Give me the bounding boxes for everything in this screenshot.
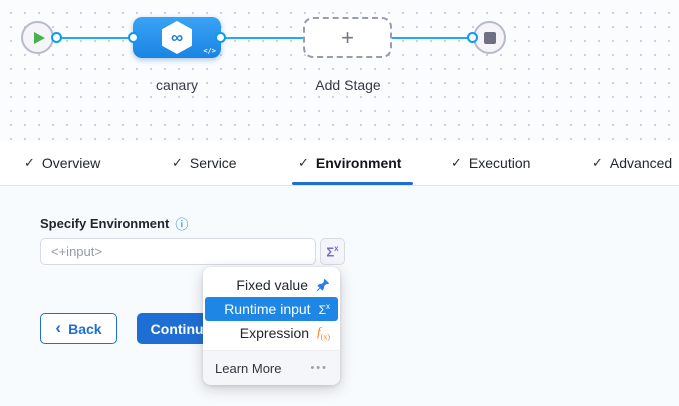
- harness-loop-icon: ∞: [170, 28, 184, 47]
- environment-input-row: Σx: [40, 238, 345, 265]
- pipeline-start-node[interactable]: [21, 21, 54, 54]
- info-icon[interactable]: ⓘ: [175, 217, 189, 232]
- stop-icon: [483, 31, 496, 44]
- stage-label: canary: [155, 77, 199, 93]
- environment-input[interactable]: [40, 238, 316, 265]
- stage-config-tabbar: ✓ Overview ✓ Service ✓ Environment ✓ Exe…: [0, 141, 679, 186]
- check-icon: ✓: [451, 155, 462, 170]
- check-icon: ✓: [172, 155, 183, 170]
- check-icon: ✓: [24, 155, 35, 170]
- menu-item-fixed-value[interactable]: Fixed value: [203, 273, 340, 297]
- tab-label: Environment: [315, 155, 402, 171]
- plus-icon: +: [341, 24, 354, 50]
- specify-environment-label: Specify Environment ⓘ: [40, 214, 188, 233]
- field-label-text: Specify Environment: [40, 216, 170, 231]
- add-stage-node[interactable]: +: [303, 17, 392, 58]
- menu-item-label: Runtime input: [224, 301, 311, 317]
- active-tab-underline: [292, 182, 413, 185]
- back-button-label: Back: [68, 320, 102, 337]
- check-icon: ✓: [298, 155, 309, 170]
- dropdown-footer: Learn More •••: [203, 350, 340, 385]
- connector-line: [56, 37, 133, 39]
- check-icon: ✓: [592, 155, 603, 170]
- learn-more-link[interactable]: Learn More: [215, 360, 282, 376]
- connector-line: [392, 37, 473, 39]
- environment-panel: Specify Environment ⓘ Σx ‹ Back Continue…: [0, 186, 679, 406]
- tab-execution[interactable]: ✓ Execution: [451, 141, 530, 185]
- menu-item-label: Fixed value: [236, 277, 308, 293]
- tab-environment[interactable]: ✓ Environment: [298, 141, 401, 185]
- connector-port: [215, 32, 226, 43]
- pipeline-canvas[interactable]: ∞ </> + canary Add Stage: [0, 0, 679, 141]
- menu-item-expression[interactable]: Expression f(x): [203, 321, 340, 345]
- play-icon: [33, 31, 45, 44]
- tab-label: Service: [189, 155, 237, 171]
- stage-node-canary[interactable]: ∞ </>: [133, 17, 221, 58]
- input-type-selector-button[interactable]: Σx: [320, 238, 345, 265]
- tab-label: Advanced: [609, 155, 673, 171]
- add-stage-label: Add Stage: [315, 77, 381, 93]
- input-type-dropdown-menu: Fixed value Runtime input Σx Expression …: [203, 267, 340, 385]
- tab-overview[interactable]: ✓ Overview: [24, 141, 100, 185]
- more-options-icon[interactable]: •••: [310, 362, 328, 374]
- runtime-input-sigma-icon: Σx: [326, 243, 339, 260]
- connector-line: [221, 37, 303, 39]
- connector-port: [128, 32, 139, 43]
- tab-label: Overview: [41, 155, 101, 171]
- expression-fx-icon: f(x): [317, 323, 330, 342]
- deployment-hexagon-icon: ∞: [162, 21, 192, 54]
- menu-item-label: Expression: [239, 325, 310, 341]
- connector-port: [467, 32, 478, 43]
- back-button[interactable]: ‹ Back: [40, 313, 117, 344]
- connector-port: [51, 32, 62, 43]
- pin-icon: [316, 278, 330, 292]
- tab-label: Execution: [468, 155, 531, 171]
- code-icon: </>: [203, 47, 216, 55]
- continue-button-label: Continue: [150, 320, 212, 337]
- tab-advanced[interactable]: ✓ Advanced: [592, 141, 672, 185]
- sigma-icon: Σx: [318, 301, 330, 317]
- dropdown-items: Fixed value Runtime input Σx Expression …: [203, 267, 340, 350]
- menu-item-runtime-input[interactable]: Runtime input Σx: [205, 297, 338, 321]
- tab-service[interactable]: ✓ Service: [172, 141, 237, 185]
